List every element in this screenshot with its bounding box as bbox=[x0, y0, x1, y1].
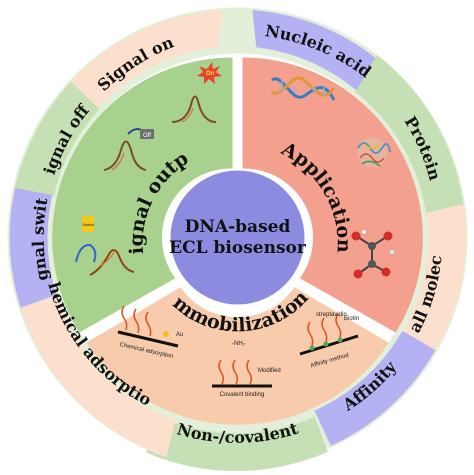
ecl-curve-on-inner-icon bbox=[181, 107, 194, 123]
electrode-icon bbox=[299, 334, 359, 356]
ecl-curve-on-icon bbox=[171, 95, 217, 123]
signal-off-illustration: Off bbox=[103, 128, 154, 171]
nh2-label: -NH₂ bbox=[232, 341, 246, 347]
center-circle bbox=[170, 170, 305, 305]
au-label: Au bbox=[176, 332, 183, 338]
outer-segment-protein bbox=[355, 55, 465, 218]
switch-badge-label: Switch bbox=[82, 222, 94, 227]
streptavidin-label: streptavidin bbox=[316, 312, 347, 318]
ecl-curve-switch-c-icon bbox=[99, 251, 115, 267]
outer-segment-small-molecules bbox=[400, 203, 467, 355]
ecl-curve-off-icon bbox=[103, 140, 147, 171]
ecl-curve-switch-a-icon bbox=[75, 243, 97, 263]
on-badge-label: On bbox=[206, 71, 215, 77]
ecl-curve-switch-b-icon bbox=[89, 249, 135, 276]
sector-applications bbox=[242, 57, 423, 333]
outer-segment-signal-switch bbox=[9, 167, 57, 308]
ecl-curve-off-inner-icon bbox=[111, 152, 125, 171]
protein-structure-icon bbox=[357, 137, 391, 167]
electrode-icon bbox=[117, 330, 179, 348]
signal-switch-illustration: Switch bbox=[75, 216, 135, 276]
center-title-line2: ECL biosensor bbox=[169, 238, 307, 258]
outer-segment-signal-on bbox=[46, 10, 223, 128]
off-badge-icon bbox=[140, 129, 154, 139]
outer-segment-nucleic-acid bbox=[252, 10, 390, 97]
switch-badge-icon bbox=[82, 216, 94, 232]
sector-immobilization bbox=[86, 287, 389, 425]
outer-segment-non-covalent bbox=[146, 416, 328, 472]
outer-segment-signal-off bbox=[15, 81, 100, 196]
biotin-label: Biotin bbox=[344, 316, 359, 322]
covalent-binding-illustration: Covalent binding -NH₂ Modified bbox=[212, 341, 281, 398]
modified-label: Modified bbox=[258, 368, 281, 374]
outer-segment-affinity bbox=[314, 330, 436, 446]
small-molecule-icon bbox=[351, 229, 395, 279]
signal-on-illustration: On bbox=[171, 62, 222, 123]
dna-helix-icon bbox=[271, 76, 336, 101]
on-burst-icon bbox=[197, 62, 222, 84]
center-title-line1: DNA-based bbox=[185, 217, 291, 237]
off-badge-label: Off bbox=[143, 133, 151, 139]
sector-signal-output bbox=[52, 57, 233, 333]
covalent-binding-label: Covalent binding bbox=[220, 392, 265, 398]
outer-segment-chemical-adsorption bbox=[19, 290, 176, 458]
